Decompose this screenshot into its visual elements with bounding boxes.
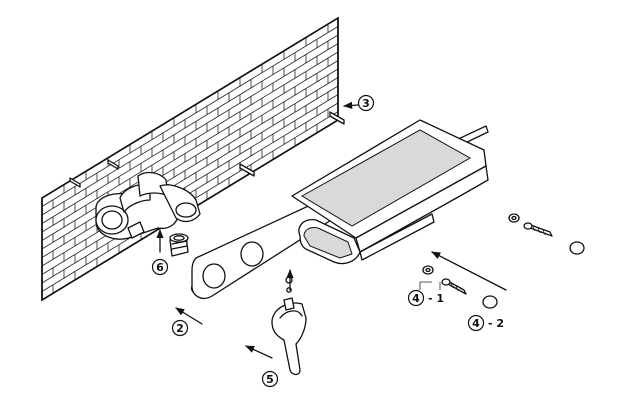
callout-5-number: 5 <box>266 373 274 386</box>
callout-4-1-suffix: - 1 <box>428 292 444 305</box>
callout-2-number: 2 <box>176 322 184 335</box>
fixing-screws-set <box>422 213 585 309</box>
callout-4-2: 4 - 2 <box>467 314 504 332</box>
connector-fitting <box>169 233 189 257</box>
brick-wall <box>41 16 345 302</box>
callout-6-number: 6 <box>156 261 164 274</box>
callout-4-2-number: 4 <box>472 317 480 330</box>
callout-6: 6 <box>151 258 169 276</box>
callout-4-2-suffix: - 2 <box>488 317 504 330</box>
callout-3-number: 3 <box>362 97 370 110</box>
callout-4-1: 4 - 1 <box>407 289 444 307</box>
callout-2: 2 <box>171 319 189 337</box>
wall-anchor-studs <box>69 111 345 188</box>
callout-5: 5 <box>261 370 279 388</box>
mixer-lever-handle <box>271 276 307 376</box>
callout-4-1-number: 4 <box>412 292 420 305</box>
assembly-arrows <box>156 101 507 359</box>
callout-3: 3 <box>357 94 375 112</box>
wall-diverter-body <box>95 171 201 240</box>
waterfall-spout <box>291 119 489 265</box>
